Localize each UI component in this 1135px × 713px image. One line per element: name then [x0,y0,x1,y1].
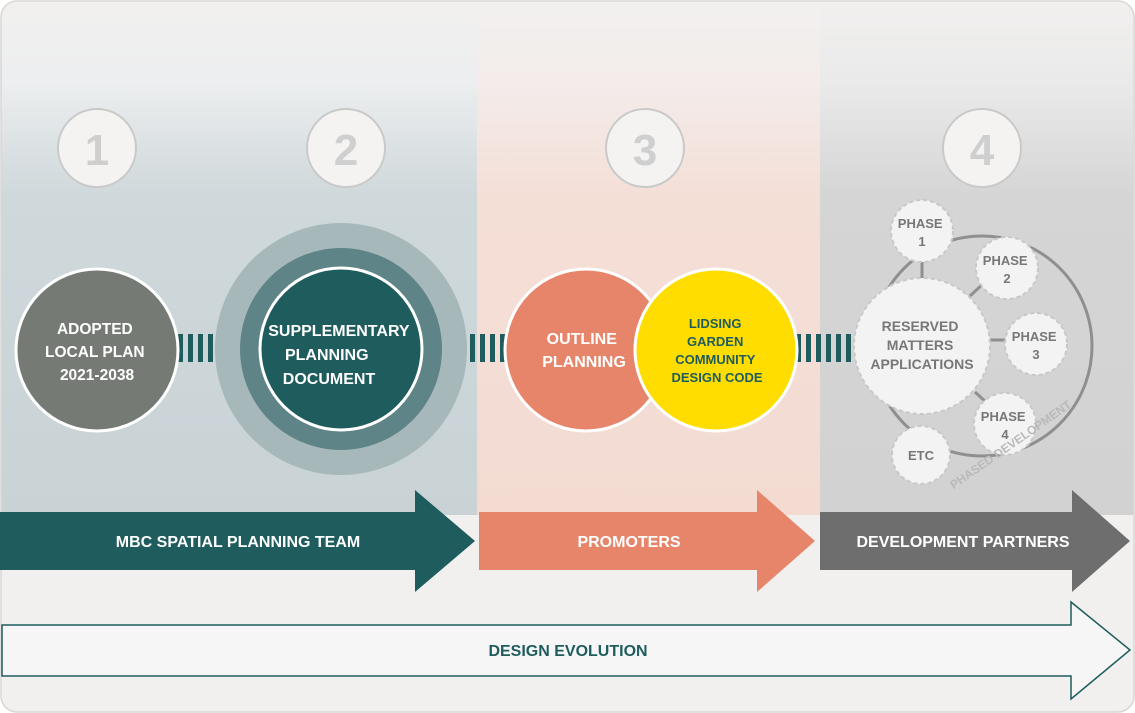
svg-text:SUPPLEMENTARY PLANNING: SUPPLEMENTARY PLANNING DOCUMENT [268,323,414,388]
spd-circle [258,266,424,432]
svg-text:PHASE 1: PHASE 1 [898,216,946,249]
code-line-2: GARDEN [687,334,743,349]
svg-text:RESERVED MATTERS A: RESERVED MATTERS APPLICATIONS [870,318,973,372]
phase-4-line-1: PHASE [981,409,1026,424]
code-line-1: LIDSING [689,316,742,331]
step-2-number: 2 [334,126,358,175]
team-arrow [0,490,475,592]
design-code-circle [633,267,799,433]
step-4-number: 4 [970,126,995,175]
stage2-line-3: DOCUMENT [283,371,376,388]
reserved-line-3: APPLICATIONS [870,356,973,372]
stage-3-node: OUTLINE PLANNING LIDSING GARDEN COMMUNIT… [503,267,799,433]
code-line-4: DESIGN CODE [671,370,762,385]
phase-3-line-1: PHASE [1012,329,1057,344]
panel-stage-3 [477,1,820,515]
team-arrow-label: MBC SPATIAL PLANNING TEAM [116,534,360,551]
reserved-matters-circle [853,277,991,415]
phase-etc-label: ETC [908,448,935,463]
stage-1-node: ADOPTED LOCAL PLAN 2021-2038 [14,267,180,433]
phase-2-line-2: 2 [1003,271,1010,286]
outline-line-2: PLANNING [542,354,626,371]
outline-line-1: OUTLINE [547,331,618,348]
actor-arrows: MBC SPATIAL PLANNING TEAM PROMOTERS DEVE… [0,490,1130,592]
promoters-arrow [479,490,815,592]
step-2-circle [306,108,386,188]
step-3-number: 3 [633,126,657,175]
step-3-circle [605,108,685,188]
evolution-arrow-shape [1,600,1132,701]
partners-arrow-label: DEVELOPMENT PARTNERS [856,534,1069,551]
adopted-local-plan-circle [14,267,180,433]
code-line-3: COMMUNITY [675,352,755,367]
phase-etc-circle [891,425,951,485]
svg-text:LIDSING GARDEN COM: LIDSING GARDEN COMMUNITY DESIGN CODE [671,316,762,385]
svg-text:PHASE 3: PHASE 3 [1012,329,1060,362]
design-evolution-arrow: DESIGN EVOLUTION [1,600,1132,701]
svg-text:ADOPTED LOCAL PLAN: ADOPTED LOCAL PLAN 2021-2038 [45,321,149,384]
phase-1-line-1: PHASE [898,216,943,231]
step-1-circle [57,108,137,188]
stage-2-node: SUPPLEMENTARY PLANNING DOCUMENT [215,223,467,475]
stage1-line-3: 2021-2038 [60,367,135,384]
evolution-arrow-label: DESIGN EVOLUTION [488,643,647,660]
stage2-line-1: SUPPLEMENTARY [268,323,410,340]
reserved-line-1: RESERVED [882,318,959,334]
phase-2-line-1: PHASE [983,253,1028,268]
svg-text:OUTLINE PLANNING: OUTLINE PLANNING [542,331,626,371]
svg-text:PHASE 4: PHASE 4 [981,409,1029,442]
step-markers: 1 2 3 4 [57,108,1022,188]
step-4-circle [942,108,1022,188]
partners-arrow [820,490,1130,592]
step-1-number: 1 [85,126,109,175]
promoters-arrow-label: PROMOTERS [577,534,680,551]
phase-3-circle [1004,312,1068,376]
phase-3-line-2: 3 [1032,347,1039,362]
stage1-line-1: ADOPTED [57,321,133,338]
phase-4-line-2: 4 [1001,427,1009,442]
phase-1-line-2: 1 [918,234,925,249]
reserved-line-2: MATTERS [887,337,954,353]
phase-4-circle [973,392,1037,456]
phase-2-circle [975,236,1039,300]
stage1-line-2: LOCAL PLAN [45,344,145,361]
stage2-line-2: PLANNING [285,347,369,364]
svg-text:PHASE 2: PHASE 2 [983,253,1031,286]
phase-1-circle [890,199,954,263]
